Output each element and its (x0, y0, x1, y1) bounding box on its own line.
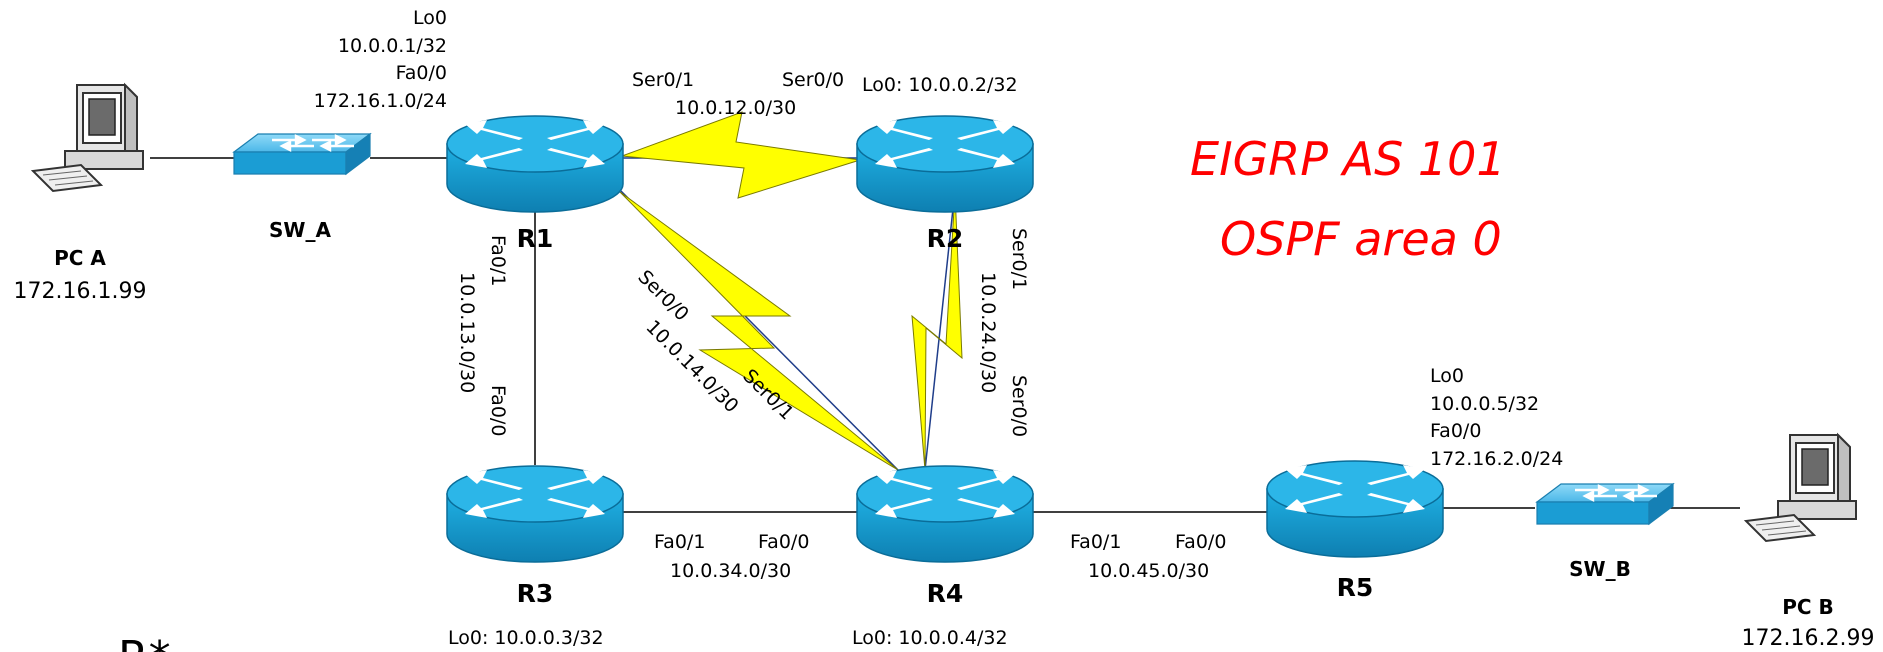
r4-name: R4 (927, 579, 964, 608)
r1-r4-top-if: Ser0/0 (633, 266, 692, 325)
serial-link-r1-r2 (620, 111, 862, 199)
r2-name: R2 (927, 224, 964, 253)
r5-fa-label: Fa0/0 (1430, 420, 1481, 442)
switch-b-icon[interactable] (1535, 482, 1675, 526)
r4-r5-net: 10.0.45.0/30 (1088, 560, 1209, 582)
r1-lo-label: Lo0 (413, 7, 447, 29)
r1-fa-net: 172.16.1.0/24 (314, 90, 447, 112)
router-r3-icon[interactable] (446, 465, 624, 563)
cut-off-text: R* (118, 632, 171, 652)
r3-r4-right-if: Fa0/0 (758, 531, 809, 553)
protocol-line-1: EIGRP AS 101 (1190, 132, 1506, 186)
pc-a-ip: 172.16.1.99 (14, 279, 147, 304)
r1-r2-net: 10.0.12.0/30 (675, 97, 796, 119)
switch-b-name: SW_B (1569, 557, 1631, 581)
router-r4-icon[interactable] (856, 465, 1034, 563)
r4-r5-right-if: Fa0/0 (1175, 531, 1226, 553)
router-r2-icon[interactable] (856, 115, 1034, 213)
r2-r4-bottom-if: Ser0/0 (1008, 375, 1030, 437)
r1-fa-label: Fa0/0 (396, 62, 447, 84)
r4-r5-left-if: Fa0/1 (1070, 531, 1121, 553)
pc-b-ip: 172.16.2.99 (1742, 626, 1875, 651)
r3-r4-left-if: Fa0/1 (654, 531, 705, 553)
protocol-line-2: OSPF area 0 (1220, 212, 1502, 266)
r3-r4-net: 10.0.34.0/30 (670, 560, 791, 582)
switch-a-name: SW_A (269, 218, 331, 242)
r2-lo: Lo0: 10.0.0.2/32 (862, 74, 1018, 96)
r1-name: R1 (517, 224, 554, 253)
pc-a-name: PC A (54, 246, 106, 270)
r2-r4-net: 10.0.24.0/30 (977, 272, 999, 393)
r5-name: R5 (1337, 573, 1374, 602)
r4-lo: Lo0: 10.0.0.4/32 (852, 627, 1008, 649)
switch-a-icon[interactable] (232, 132, 372, 176)
pc-a-icon[interactable] (32, 84, 144, 192)
r5-fa-net: 172.16.2.0/24 (1430, 448, 1563, 470)
r5-lo-addr: 10.0.0.5/32 (1430, 393, 1539, 415)
r1-r3-bottom-if: Fa0/0 (487, 385, 509, 436)
pc-b-icon[interactable] (1745, 434, 1857, 542)
router-r5-icon[interactable] (1266, 460, 1444, 558)
r3-name: R3 (517, 579, 554, 608)
r1-lo-addr: 10.0.0.1/32 (338, 35, 447, 57)
r2-r4-top-if: Ser0/1 (1008, 228, 1030, 290)
r1-r3-net: 10.0.13.0/30 (456, 272, 478, 393)
r3-lo: Lo0: 10.0.0.3/32 (448, 627, 604, 649)
r1-r3-top-if: Fa0/1 (487, 235, 509, 286)
r1-r2-right-if: Ser0/0 (782, 69, 844, 91)
r1-r2-left-if: Ser0/1 (632, 69, 694, 91)
router-r1-icon[interactable] (446, 115, 624, 213)
pc-b-name: PC B (1782, 595, 1834, 619)
r5-lo-label: Lo0 (1430, 365, 1464, 387)
